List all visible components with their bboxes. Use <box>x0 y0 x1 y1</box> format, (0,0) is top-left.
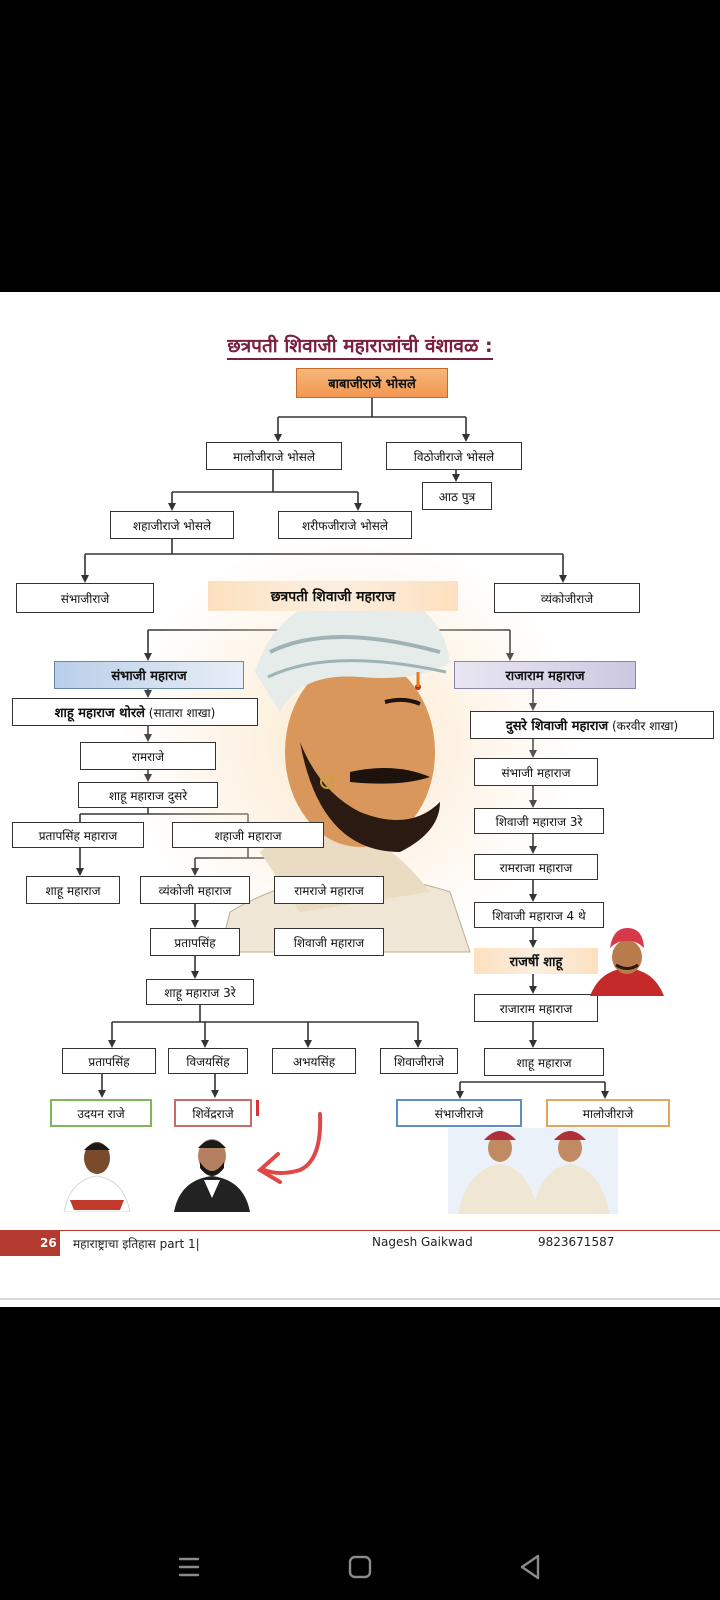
page-number-badge: 26 <box>0 1230 60 1256</box>
home-icon <box>348 1555 372 1579</box>
node-shahu-3: शाहू महाराज 3रे <box>146 979 254 1005</box>
node-shivaji-3: शिवाजी महाराज 3रे <box>474 808 604 834</box>
node-abhaysinh: अभयसिंह <box>272 1048 356 1074</box>
node-pratapsinh-b: प्रतापसिंह <box>62 1048 156 1074</box>
node-maloji: मालोजीराजे भोसले <box>206 442 342 470</box>
node-ramraje-maharaj: रामराजे महाराज <box>274 876 384 904</box>
node-pratapsinh: प्रतापसिंह <box>150 928 240 956</box>
node-vijaysinh: विजयसिंह <box>168 1048 248 1074</box>
home-button[interactable] <box>335 1542 385 1592</box>
node-shahaji-maharaj: शहाजी महाराज <box>172 822 324 848</box>
footer-book-title: महाराष्ट्राचा इतिहास part 1| <box>73 1237 200 1251</box>
node-udayanraje: उदयन राजे <box>50 1099 152 1127</box>
page-title: छत्रपती शिवाजी महाराजांची वंशावळ : <box>0 332 720 360</box>
dusre-shivaji-name: दुसरे शिवाजी महाराज <box>505 719 609 734</box>
node-dusre-shivaji: दुसरे शिवाजी महाराज (करवीर शाखा) <box>470 711 714 739</box>
node-shahu-b: शाहू महाराज <box>484 1048 604 1076</box>
back-button[interactable] <box>506 1542 556 1592</box>
node-malojiraje-b: मालोजीराजे <box>546 1099 670 1127</box>
node-pratapsinh-maharaj: प्रतापसिंह महाराज <box>12 822 144 848</box>
node-shivajiraje: शिवाजीराजे <box>380 1048 458 1074</box>
recent-apps-icon <box>178 1557 200 1577</box>
page-footer: 26 महाराष्ट्राचा इतिहास part 1| Nagesh G… <box>0 1230 720 1256</box>
node-rajaram-maharaj: राजाराम महाराज <box>454 661 636 689</box>
node-ramraje: रामराजे <box>80 742 216 770</box>
node-sambhaji-right: संभाजी महाराज <box>474 758 598 786</box>
node-rajaram-right: राजाराम महाराज <box>474 994 598 1022</box>
footer-phone: 9823671587 <box>538 1235 615 1249</box>
node-vyankojiraje: व्यंकोजीराजे <box>494 583 640 613</box>
node-vithoji: विठोजीराजे भोसले <box>386 442 522 470</box>
red-tick-mark <box>256 1100 259 1116</box>
shivendraraje-photo <box>174 1139 250 1212</box>
karvir-branch-label: (करवीर शाखा) <box>611 718 679 733</box>
node-aath-putra: आठ पुत्र <box>422 482 492 510</box>
recent-apps-button[interactable] <box>164 1542 214 1592</box>
node-shahu-dusre: शाहू महाराज दुसरे <box>78 782 218 808</box>
node-shivaji: छत्रपती शिवाजी महाराज <box>208 581 458 611</box>
udayanraje-photo <box>63 1142 131 1212</box>
shahu-thorle-name: शाहू महाराज थोरले <box>54 706 145 721</box>
sambhajiraje-malojiraje-photo <box>448 1128 618 1214</box>
node-rajarshi-shahu: राजर्षी शाहू <box>474 948 598 974</box>
arrow-annotation <box>256 1112 323 1184</box>
node-vyankoji-maharaj: व्यंकोजी महाराज <box>140 876 250 904</box>
document-page: छत्रपती शिवाजी महाराजांची वंशावळ : बाबाज… <box>0 292 720 1307</box>
system-navigation-bar <box>0 1536 720 1600</box>
node-shahu-thorle: शाहू महाराज थोरले (सातारा शाखा) <box>12 698 258 726</box>
node-sharifji: शरीफजीराजे भोसले <box>278 511 412 539</box>
node-sambhajiraje-b: संभाजीराजे <box>396 1099 522 1127</box>
rajarshi-portrait <box>590 928 664 996</box>
node-shivaji-4: शिवाजी महाराज 4 थे <box>474 902 604 928</box>
satara-branch-label: (सातारा शाखा) <box>148 705 216 720</box>
node-shahaji: शहाजीराजे भोसले <box>110 511 234 539</box>
node-sambhajiraje: संभाजीराजे <box>16 583 154 613</box>
node-sambhaji-maharaj: संभाजी महाराज <box>54 661 244 689</box>
node-shahu-left: शाहू महाराज <box>26 876 120 904</box>
node-shivaji-maharaj: शिवाजी महाराज <box>274 928 384 956</box>
footer-rule <box>60 1230 720 1231</box>
node-ramraja: रामराजा महाराज <box>474 854 598 880</box>
viewer-divider <box>0 1298 720 1300</box>
footer-author: Nagesh Gaikwad <box>372 1235 473 1249</box>
node-shivendraraje: शिवेंद्रराजे <box>174 1099 252 1127</box>
back-icon <box>520 1554 540 1580</box>
node-babaji: बाबाजीराजे भोसले <box>296 368 448 398</box>
